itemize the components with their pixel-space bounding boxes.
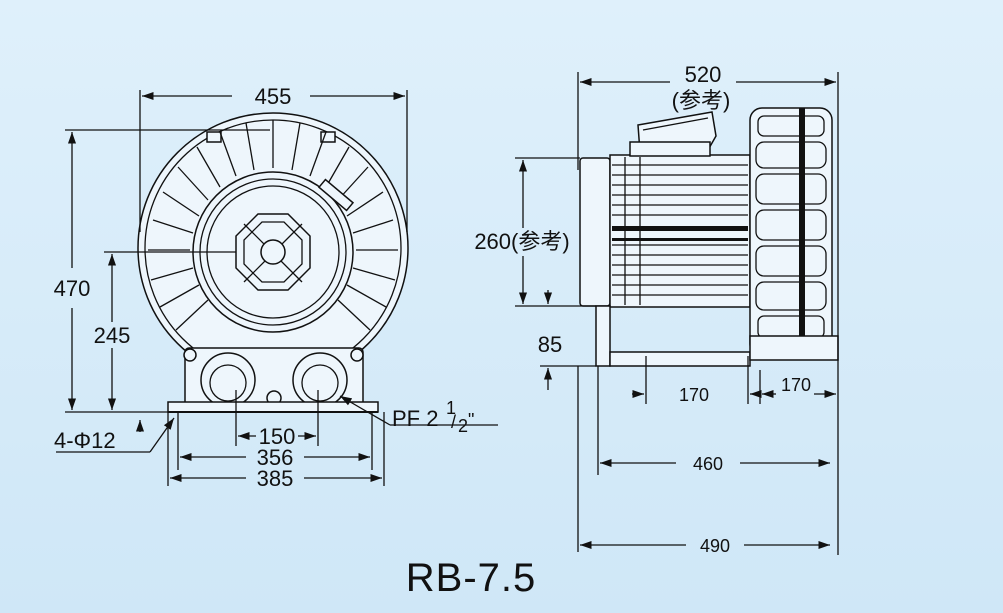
dim-460: 460	[693, 454, 723, 474]
label-port-den: 2	[458, 416, 468, 436]
dim-85: 85	[538, 332, 562, 357]
model-title: RB-7.5	[406, 556, 537, 600]
dim-150: 150	[259, 424, 296, 449]
front-view: 455 470 245 150 356 385 4-Φ12	[54, 84, 498, 491]
dim-170b: 170	[781, 375, 811, 395]
label-port-pf: PF 2	[392, 406, 438, 431]
label-port-unit: "	[468, 410, 474, 430]
outlet-port	[292, 352, 348, 408]
dim-520-note: (参考)	[672, 88, 731, 113]
dim-470: 470	[54, 276, 91, 301]
svg-text:/: /	[451, 412, 456, 432]
dim-490: 490	[700, 536, 730, 556]
housing-fins	[755, 115, 827, 339]
dim-356: 356	[257, 445, 294, 470]
dim-385: 385	[257, 466, 294, 491]
dim-520: 520	[685, 62, 722, 87]
label-holes: 4-Φ12	[54, 428, 116, 453]
side-view: 520 (参考) 260(参考) 85 170 170 460 490	[474, 62, 839, 556]
label-port-num: 1	[446, 398, 456, 418]
dim-455: 455	[255, 84, 292, 109]
dim-170a: 170	[679, 385, 709, 405]
dim-245: 245	[94, 323, 131, 348]
dim-260: 260(参考)	[474, 229, 569, 254]
inlet-port	[200, 352, 256, 408]
